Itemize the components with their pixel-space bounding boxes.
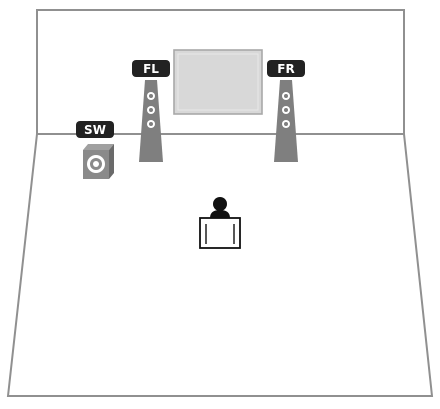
room-floor-outline	[6, 133, 434, 397]
room-back-wall	[36, 9, 405, 134]
tv-screen	[173, 49, 263, 115]
speaker-front-right: FR	[267, 60, 305, 162]
speaker-front-left-label-bg	[132, 60, 170, 77]
speaker-subwoofer-label-bg	[76, 121, 114, 138]
speaker-front-left-label: FL	[143, 62, 159, 76]
speaker-front-right-label-bg	[267, 60, 305, 77]
speaker-subwoofer-side	[109, 144, 114, 179]
speaker-front-right-label: FR	[277, 62, 294, 76]
listener-head	[213, 197, 227, 211]
speaker-subwoofer-label: SW	[84, 123, 106, 137]
listener-body	[210, 210, 230, 218]
speaker-front-left: FL	[132, 60, 170, 162]
speaker-subwoofer-top	[83, 144, 114, 150]
speaker-subwoofer: SW	[76, 121, 114, 179]
listener-position	[199, 197, 241, 249]
